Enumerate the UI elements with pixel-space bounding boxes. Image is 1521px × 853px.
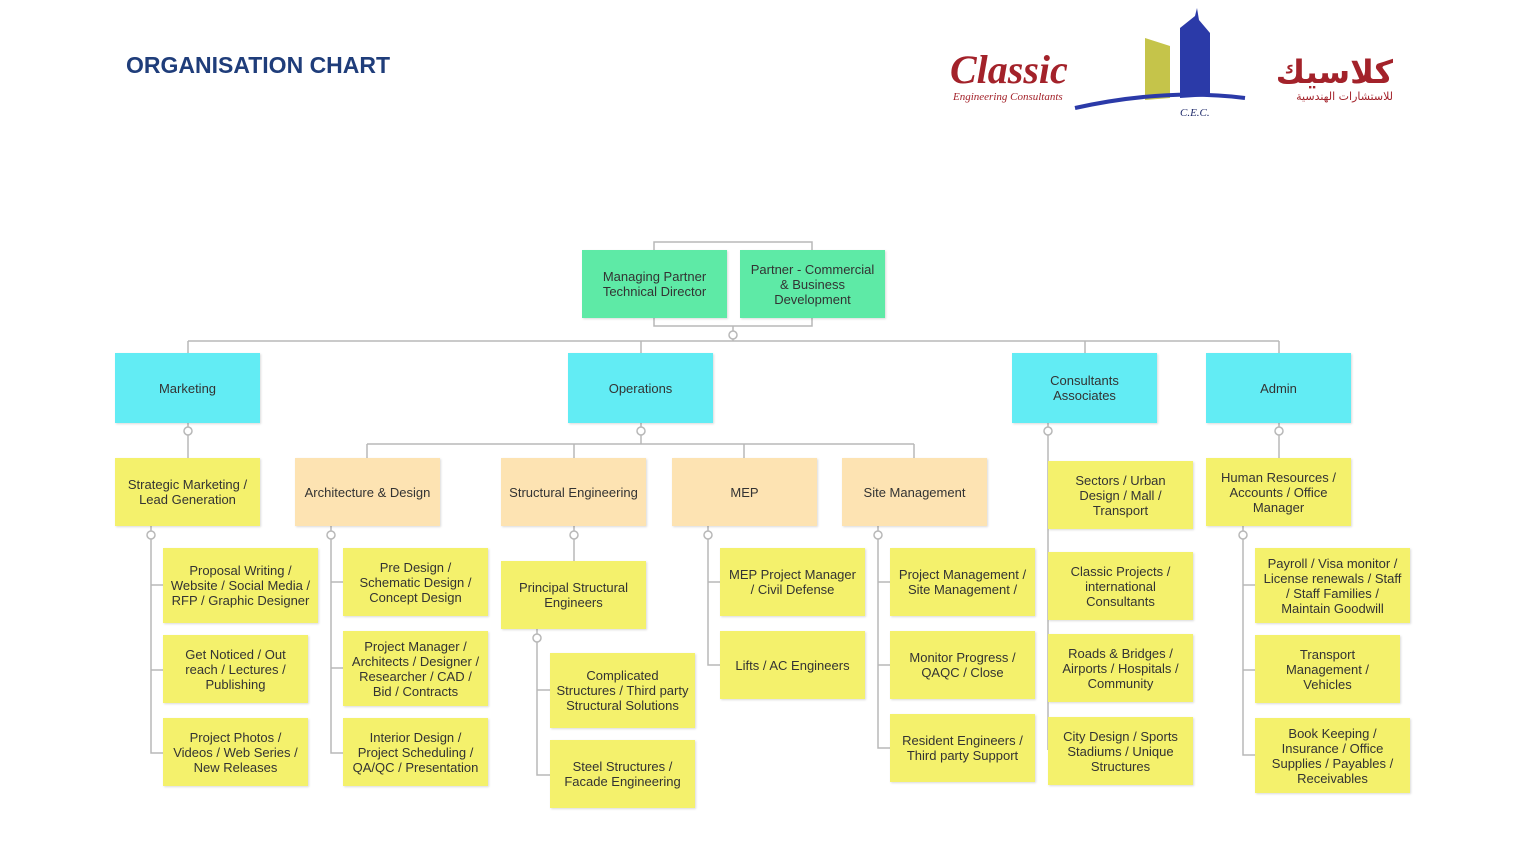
svg-text:C.E.C.: C.E.C.	[1180, 107, 1210, 119]
svg-text:Classic: Classic	[950, 47, 1068, 92]
node-consultant-item[interactable]: Sectors / Urban Design / Mall / Transpor…	[1048, 461, 1193, 529]
svg-text:Engineering Consultants: Engineering Consultants	[952, 91, 1063, 103]
node-consultant-item[interactable]: Classic Projects / international Consult…	[1048, 552, 1193, 620]
svg-text:للاستشارات الهندسية: للاستشارات الهندسية	[1296, 90, 1393, 103]
node-architecture-item[interactable]: Interior Design / Project Scheduling / Q…	[343, 718, 488, 786]
node-admin[interactable]: Admin	[1206, 353, 1351, 423]
node-marketing-item[interactable]: Proposal Writing / Website / Social Medi…	[163, 548, 318, 623]
node-site-item[interactable]: Project Management / Site Management /	[890, 548, 1035, 616]
node-structural-item[interactable]: Complicated Structures / Third party Str…	[550, 653, 695, 728]
node-strategic-marketing[interactable]: Strategic Marketing / Lead Generation	[115, 458, 260, 526]
node-managing-partner[interactable]: Managing Partner Technical Director	[582, 250, 727, 318]
node-structural[interactable]: Structural Engineering	[501, 458, 646, 526]
node-partner-commercial[interactable]: Partner - Commercial & Business Developm…	[740, 250, 885, 318]
svg-text:كلاسيك: كلاسيك	[1276, 53, 1394, 91]
node-site-item[interactable]: Monitor Progress / QAQC / Close	[890, 631, 1035, 699]
node-marketing-item[interactable]: Get Noticed / Out reach / Lectures / Pub…	[163, 635, 308, 703]
node-principal-structural[interactable]: Principal Structural Engineers	[501, 561, 646, 629]
node-operations[interactable]: Operations	[568, 353, 713, 423]
node-mep-item[interactable]: MEP Project Manager / Civil Defense	[720, 548, 865, 616]
node-hr[interactable]: Human Resources / Accounts / Office Mana…	[1206, 458, 1351, 526]
company-logo: Classic Engineering Consultants C.E.C. ك…	[950, 8, 1394, 119]
node-mep-item[interactable]: Lifts / AC Engineers	[720, 631, 865, 699]
node-marketing-item[interactable]: Project Photos / Videos / Web Series / N…	[163, 718, 308, 786]
node-architecture-item[interactable]: Pre Design / Schematic Design / Concept …	[343, 548, 488, 616]
building-icon	[1074, 8, 1246, 110]
node-site-item[interactable]: Resident Engineers / Third party Support	[890, 714, 1035, 782]
node-site-management[interactable]: Site Management	[842, 458, 987, 526]
node-admin-item[interactable]: Payroll / Visa monitor / License renewal…	[1255, 548, 1410, 623]
node-structural-item[interactable]: Steel Structures / Facade Engineering	[550, 740, 695, 808]
node-architecture-item[interactable]: Project Manager / Architects / Designer …	[343, 631, 488, 706]
node-mep[interactable]: MEP	[672, 458, 817, 526]
node-consultant-item[interactable]: City Design / Sports Stadiums / Unique S…	[1048, 717, 1193, 785]
node-admin-item[interactable]: Transport Management / Vehicles	[1255, 635, 1400, 703]
node-marketing[interactable]: Marketing	[115, 353, 260, 423]
node-architecture[interactable]: Architecture & Design	[295, 458, 440, 526]
node-consultants[interactable]: Consultants Associates	[1012, 353, 1157, 423]
node-admin-item[interactable]: Book Keeping / Insurance / Office Suppli…	[1255, 718, 1410, 793]
page-title: ORGANISATION CHART	[126, 52, 391, 78]
node-consultant-item[interactable]: Roads & Bridges / Airports / Hospitals /…	[1048, 634, 1193, 702]
